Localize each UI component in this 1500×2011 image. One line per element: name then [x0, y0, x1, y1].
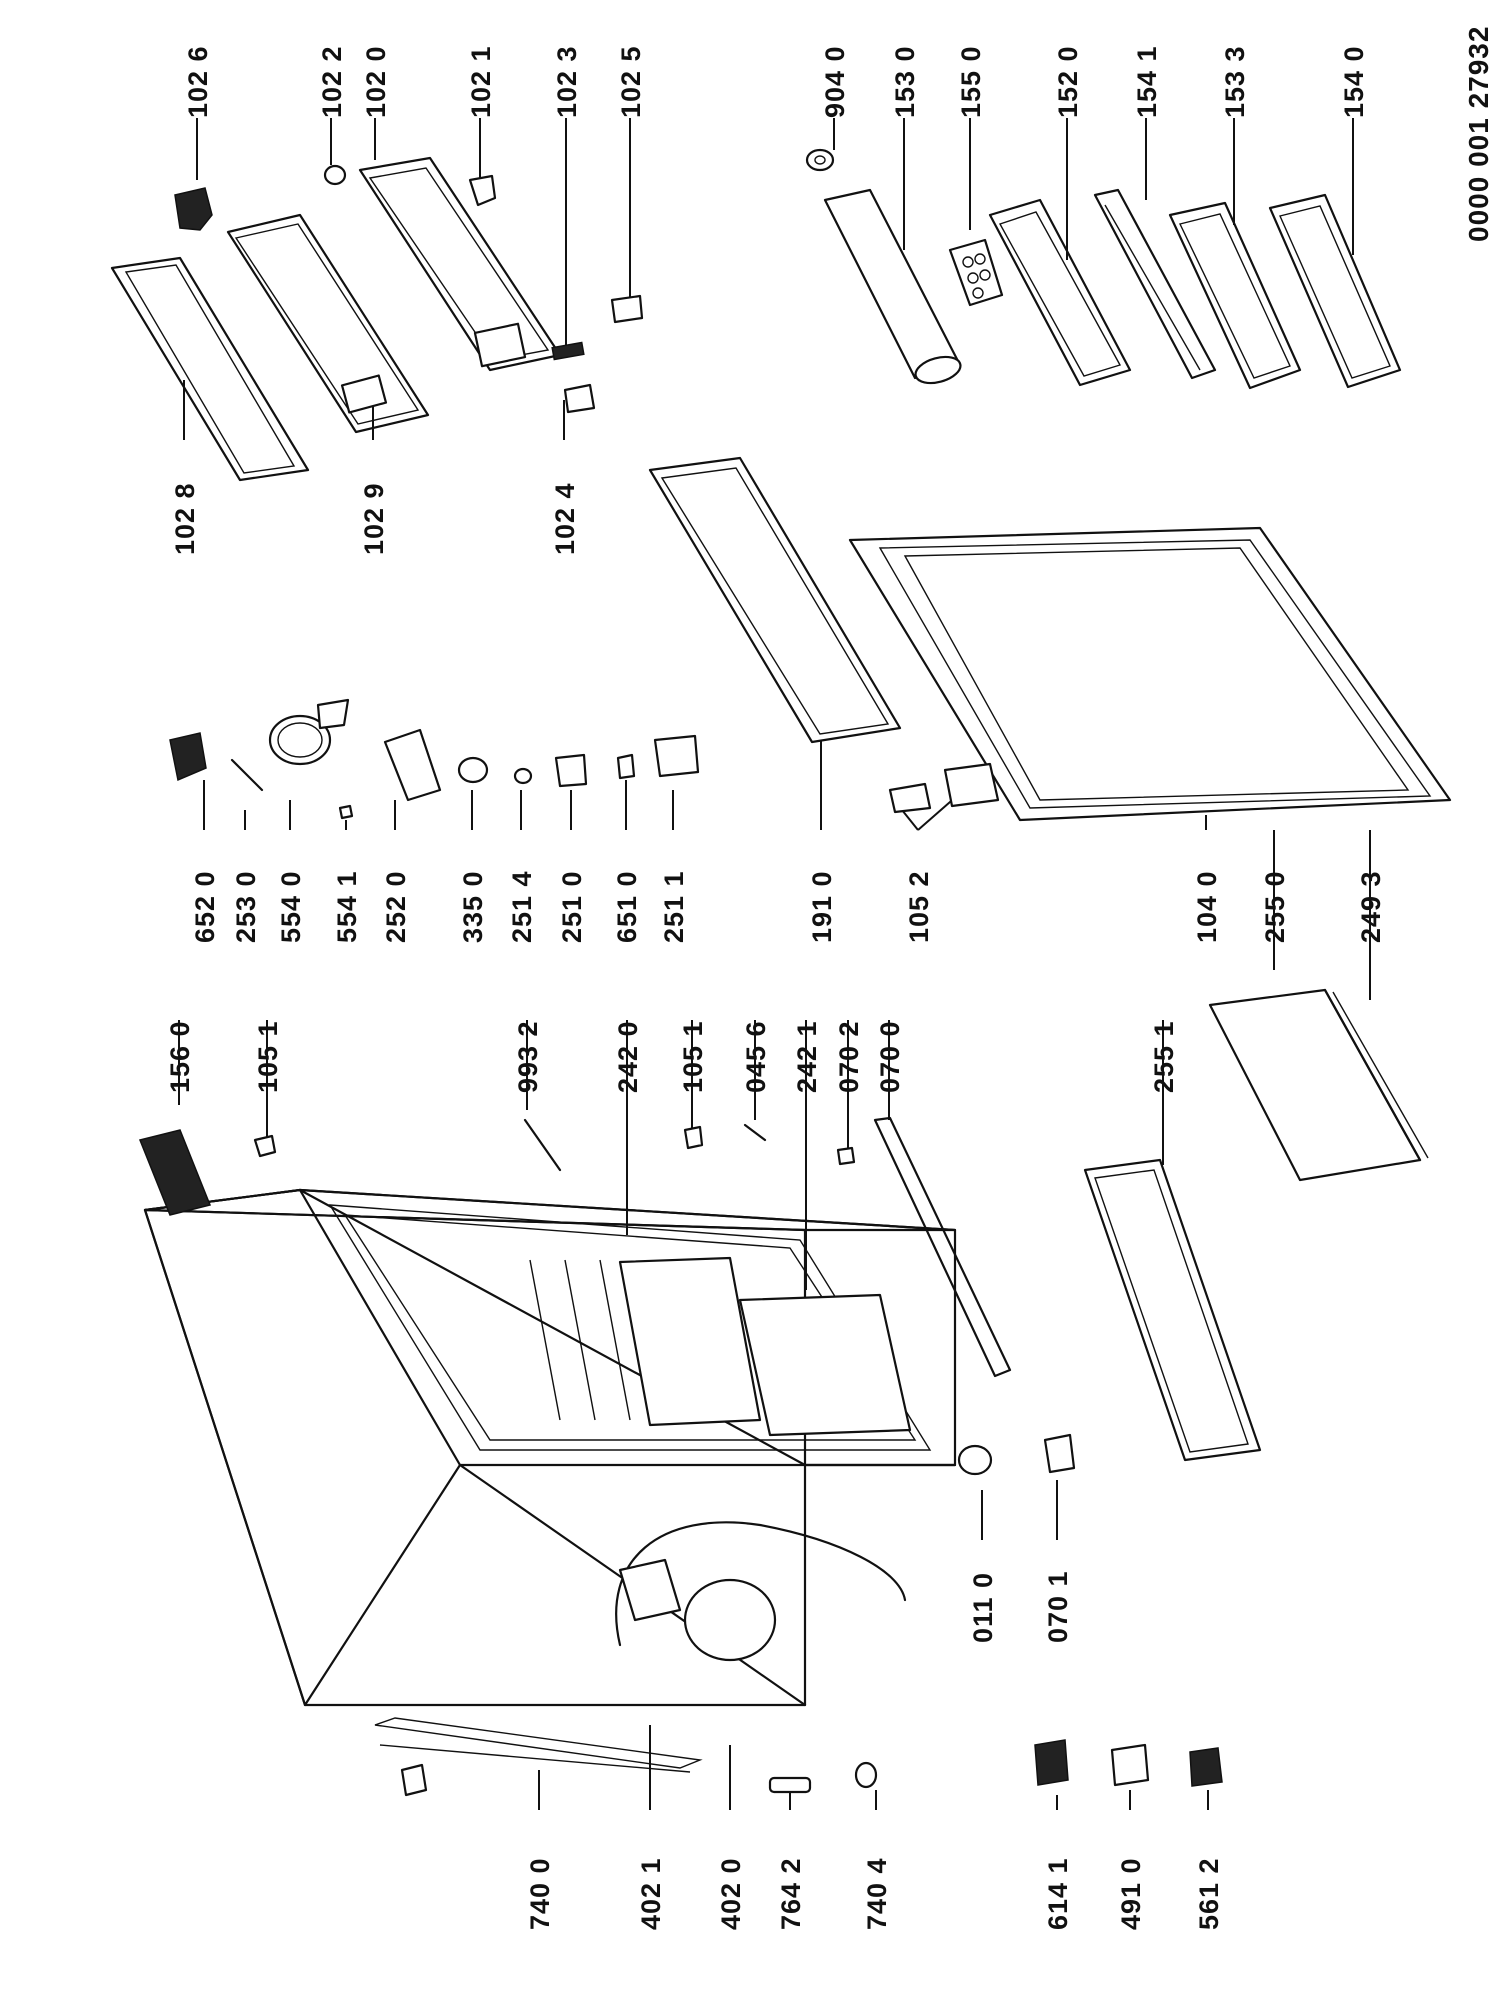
- part-label-1020: 102 0: [361, 45, 391, 118]
- part-label-7404: 740 4: [862, 1857, 892, 1930]
- part-label-2520: 252 0: [381, 870, 411, 943]
- misc-small-parts: [138, 1116, 1076, 1476]
- part-label-2530: 253 0: [231, 870, 261, 943]
- crisper-cover: [1208, 988, 1429, 1182]
- part-label-4021: 402 1: [636, 1857, 666, 1930]
- part-label-3350: 335 0: [458, 870, 488, 943]
- part-label-1541: 154 1: [1132, 45, 1162, 118]
- part-label-7400: 740 0: [525, 1857, 555, 1930]
- part-label-1028: 102 8: [170, 482, 200, 555]
- part-label-1026: 102 6: [183, 45, 213, 118]
- ring-part: [805, 148, 835, 172]
- part-label-2514: 251 4: [507, 870, 537, 943]
- part-label-1550: 155 0: [956, 45, 986, 118]
- door-shelf-large: [988, 198, 1132, 387]
- fridge-cabinet: [143, 1188, 957, 1773]
- knob-part: [323, 164, 347, 186]
- part-label-1040: 104 0: [1192, 870, 1222, 943]
- part-label-6141: 614 1: [1043, 1857, 1073, 1930]
- part-label-1910: 191 0: [807, 870, 837, 943]
- part-label-1029: 102 9: [359, 482, 389, 555]
- freezer-panel: [226, 213, 430, 434]
- part-label-4020: 402 0: [716, 1857, 746, 1930]
- door-gasket-frame: [110, 256, 310, 482]
- part-label-9040: 904 0: [820, 45, 850, 118]
- part-label-0110: 011 0: [968, 1572, 998, 1643]
- door-bin-medium: [1168, 201, 1302, 390]
- control-parts: [169, 698, 700, 820]
- part-label-2510: 251 0: [557, 870, 587, 943]
- part-label-4910: 491 0: [1116, 1857, 1146, 1930]
- part-labels: 102 6 102 2 102 0 102 1 102 3 102 5 904 …: [165, 45, 1386, 1930]
- door-bin-bottom: [1268, 193, 1402, 389]
- part-label-1023: 102 3: [552, 45, 582, 118]
- flap-handle: [468, 174, 497, 207]
- door-inner-frame: [648, 456, 902, 744]
- hinge-part: [174, 187, 213, 231]
- part-label-1052: 105 2: [904, 870, 934, 943]
- part-label-6510: 651 0: [612, 870, 642, 943]
- part-label-2511: 251 1: [659, 870, 689, 943]
- butter-compartment: [823, 188, 962, 385]
- part-label-1533: 153 3: [1220, 45, 1250, 118]
- part-label-1025: 102 5: [616, 45, 646, 118]
- part-label-5612: 561 2: [1194, 1857, 1224, 1930]
- egg-tray: [948, 238, 1004, 307]
- leader-lines: [178, 118, 1371, 1810]
- glass-shelf: [1083, 1158, 1262, 1462]
- document-number: 0000 001 27932: [1463, 26, 1494, 242]
- fridge-door: [848, 526, 1452, 822]
- part-label-6520: 652 0: [190, 870, 220, 943]
- part-label-1520: 152 0: [1053, 45, 1083, 118]
- part-label-1021: 102 1: [466, 45, 496, 118]
- part-label-5540: 554 0: [276, 870, 306, 943]
- part-label-1530: 153 0: [890, 45, 920, 118]
- part-label-0701: 070 1: [1043, 1570, 1073, 1643]
- door-hinges: [888, 762, 1000, 814]
- part-label-1024: 102 4: [550, 482, 580, 555]
- small-parts-102: [551, 294, 644, 414]
- bottom-row-parts: [400, 1739, 1223, 1797]
- freezer-flap: [358, 156, 562, 372]
- door-rail: [1093, 188, 1217, 380]
- part-label-7642: 764 2: [776, 1857, 806, 1930]
- part-label-1540: 154 0: [1339, 45, 1369, 118]
- part-label-1022: 102 2: [317, 45, 347, 118]
- part-label-5541: 554 1: [332, 870, 362, 943]
